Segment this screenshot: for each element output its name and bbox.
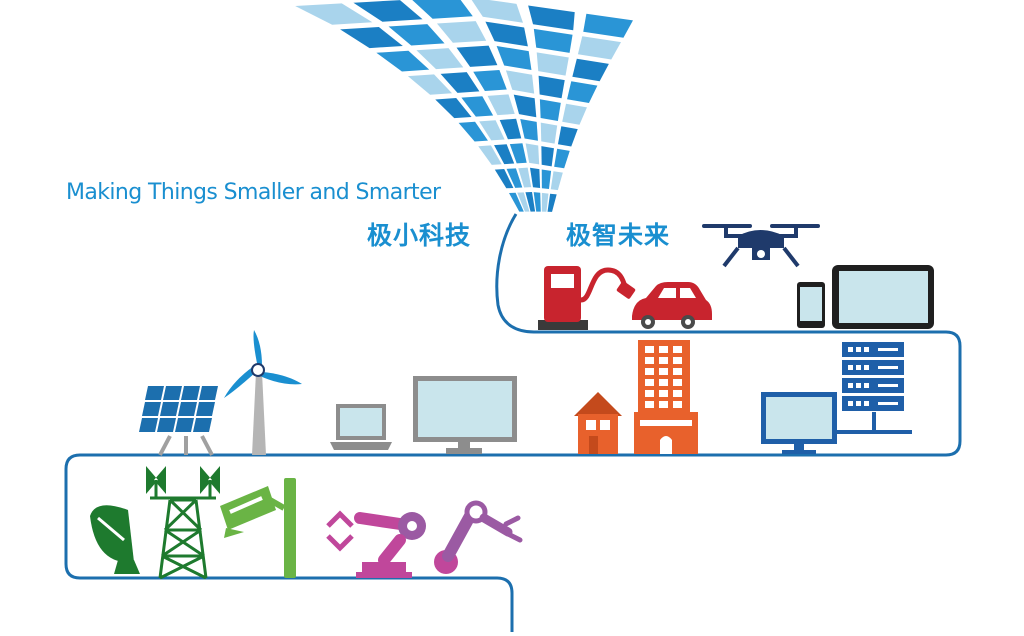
security-camera-icon bbox=[220, 478, 296, 578]
building-window bbox=[659, 368, 668, 375]
building-window bbox=[673, 379, 682, 386]
solar-cell bbox=[160, 402, 179, 416]
solar-film-cell bbox=[541, 146, 554, 166]
solar-film-cell bbox=[567, 81, 597, 103]
solar-cell bbox=[157, 418, 176, 432]
power-tower-icon bbox=[146, 466, 220, 578]
solar-cell bbox=[175, 418, 194, 432]
solar-film-cell bbox=[497, 46, 532, 70]
desktop-icon bbox=[761, 392, 837, 454]
solar-cell bbox=[199, 386, 218, 400]
solar-film-cell bbox=[539, 76, 565, 99]
solar-film-cell bbox=[470, 0, 523, 23]
building-window bbox=[659, 401, 668, 408]
solar-film-cell bbox=[473, 70, 507, 91]
solar-film-cell bbox=[534, 29, 573, 53]
server-rack-icon bbox=[836, 342, 912, 432]
building-window bbox=[645, 368, 654, 375]
solar-film-cell bbox=[526, 143, 540, 164]
solar-cell bbox=[145, 386, 164, 400]
solar-film-cell bbox=[572, 59, 609, 82]
building-window bbox=[673, 401, 682, 408]
solar-film-cell bbox=[528, 6, 575, 31]
slogan-right: 极智未来 bbox=[566, 216, 670, 252]
solar-film-cell bbox=[540, 99, 561, 121]
wind-turbine-icon bbox=[224, 330, 302, 455]
monitor-icon bbox=[413, 376, 517, 454]
solar-film-cell bbox=[548, 194, 557, 212]
solar-film-cell bbox=[534, 192, 541, 212]
solar-film-cell bbox=[551, 171, 563, 190]
solar-cell bbox=[142, 402, 161, 416]
solar-cell bbox=[193, 418, 212, 432]
house-icon bbox=[574, 392, 622, 454]
solar-film-cell bbox=[412, 0, 473, 19]
solar-film-cell bbox=[437, 21, 486, 43]
satellite-dish-icon bbox=[90, 505, 140, 574]
drone-icon bbox=[702, 224, 820, 266]
slogan-left: 极小科技 bbox=[367, 216, 471, 252]
solar-film-cell bbox=[583, 14, 633, 38]
industrial-robot-icon bbox=[328, 512, 426, 578]
solar-film-cell bbox=[554, 149, 570, 169]
solar-cell bbox=[178, 402, 197, 416]
solar-film-cell bbox=[457, 46, 498, 67]
laptop-icon bbox=[330, 404, 392, 450]
phone-icon bbox=[797, 282, 825, 328]
charging-station-icon bbox=[538, 266, 636, 330]
solar-film-cell bbox=[520, 119, 538, 141]
building-window bbox=[645, 401, 654, 408]
solar-film-cell bbox=[562, 104, 587, 125]
building-window bbox=[659, 346, 668, 353]
solar-film-cell bbox=[488, 94, 515, 115]
tablet-icon bbox=[832, 265, 934, 329]
solar-film-cell bbox=[537, 52, 569, 75]
building-window bbox=[659, 379, 668, 386]
solar-film-cell bbox=[485, 22, 528, 47]
building-window bbox=[659, 390, 668, 397]
building-window bbox=[673, 390, 682, 397]
solar-film-cell bbox=[578, 36, 621, 59]
building-window bbox=[673, 368, 682, 375]
solar-film-cell bbox=[530, 168, 540, 188]
building-window bbox=[673, 346, 682, 353]
solar-panel-icon bbox=[139, 386, 218, 455]
robot-arm-icon bbox=[434, 503, 520, 574]
solar-cell bbox=[139, 418, 158, 432]
solar-film-cell bbox=[514, 95, 537, 118]
solar-film-cell bbox=[558, 126, 578, 146]
solar-film-cell bbox=[542, 193, 549, 212]
office-building-icon bbox=[634, 340, 698, 454]
building-window bbox=[645, 357, 654, 364]
building-window bbox=[645, 390, 654, 397]
solar-film-cell bbox=[542, 169, 551, 189]
building-window bbox=[673, 357, 682, 364]
electric-car-icon bbox=[632, 282, 712, 329]
building-window bbox=[645, 379, 654, 386]
solar-cell bbox=[196, 402, 215, 416]
solar-cell bbox=[163, 386, 182, 400]
solar-film-cell bbox=[541, 123, 557, 144]
solar-film-cell bbox=[506, 70, 534, 93]
solar-cell bbox=[181, 386, 200, 400]
building-window bbox=[645, 346, 654, 353]
tagline: Making Things Smaller and Smarter bbox=[66, 180, 440, 205]
building-window bbox=[659, 357, 668, 364]
